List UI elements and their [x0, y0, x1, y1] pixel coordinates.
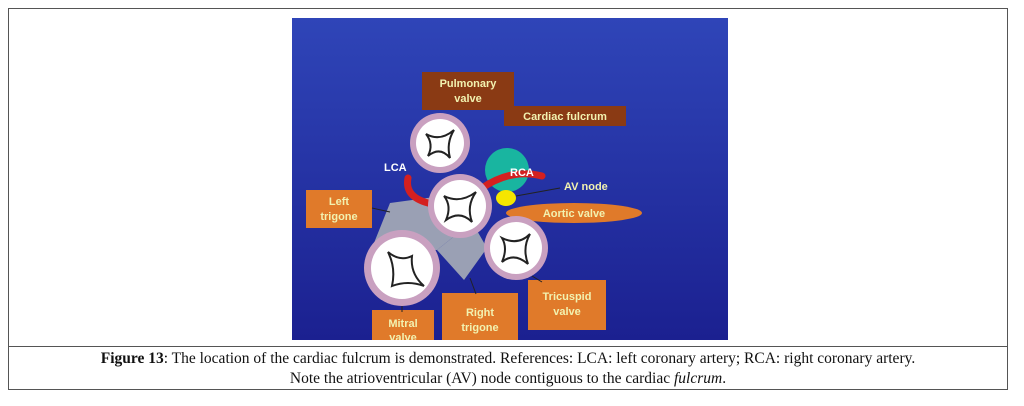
- cardiac-fulcrum-label-box: [504, 106, 626, 126]
- mitral-valve-label-box: [372, 310, 434, 340]
- cardiac-fulcrum-diagram: Pulmonary valve Cardiac fulcrum RCA LCA: [292, 18, 728, 340]
- tricuspid-line2: valve: [553, 306, 581, 318]
- lca-label: LCA: [384, 162, 407, 174]
- left-coronary-artery: [404, 174, 436, 208]
- rca-label: RCA: [510, 167, 534, 179]
- aortic-valve-label: Aortic valve: [543, 208, 605, 220]
- caption-text-line2-prefix: Note the atrioventricular (AV) node cont…: [289, 370, 674, 387]
- mitral-line2: valve: [389, 332, 417, 340]
- tricuspid-line1: Tricuspid: [543, 291, 592, 303]
- cardiac-fulcrum-label: Cardiac fulcrum: [523, 111, 607, 123]
- caption-text-line2-suffix: .: [722, 370, 727, 387]
- caption-figure-label: Figure 13: [100, 350, 164, 367]
- caption-text-line1: : The location of the cardiac fulcrum is…: [163, 350, 916, 367]
- pulmonary-label-line2: valve: [454, 93, 482, 105]
- pulmonary-valve-label-box: [422, 72, 514, 110]
- right-trigone-line1: Right: [466, 307, 494, 319]
- figure-frame: Pulmonary valve Cardiac fulcrum RCA LCA: [8, 8, 1008, 390]
- av-node-label: AV node: [564, 181, 608, 193]
- figure-caption: Figure 13: The location of the cardiac f…: [9, 346, 1007, 389]
- caption-line2: Note the atrioventricular (AV) node cont…: [9, 369, 1007, 389]
- figure-area: Pulmonary valve Cardiac fulcrum RCA LCA: [9, 9, 1007, 346]
- caption-line1: Figure 13: The location of the cardiac f…: [9, 349, 1007, 369]
- right-trigone-shape: [437, 222, 487, 280]
- right-coronary-artery: [478, 170, 546, 192]
- av-node-shape: [496, 190, 516, 206]
- left-trigone-label-box: [306, 190, 372, 228]
- left-trigone-line2: trigone: [320, 211, 357, 223]
- mitral-line1: Mitral: [388, 318, 417, 330]
- right-trigone-line2: trigone: [461, 322, 498, 334]
- aortic-valve-label-box: [506, 203, 642, 223]
- pulmonary-label-line1: Pulmonary: [440, 78, 498, 90]
- left-trigone-line1: Left: [329, 196, 350, 208]
- caption-text-line2-emph: fulcrum: [673, 370, 723, 387]
- tricuspid-valve-label-box: [528, 280, 606, 330]
- right-trigone-label-box: [442, 293, 518, 340]
